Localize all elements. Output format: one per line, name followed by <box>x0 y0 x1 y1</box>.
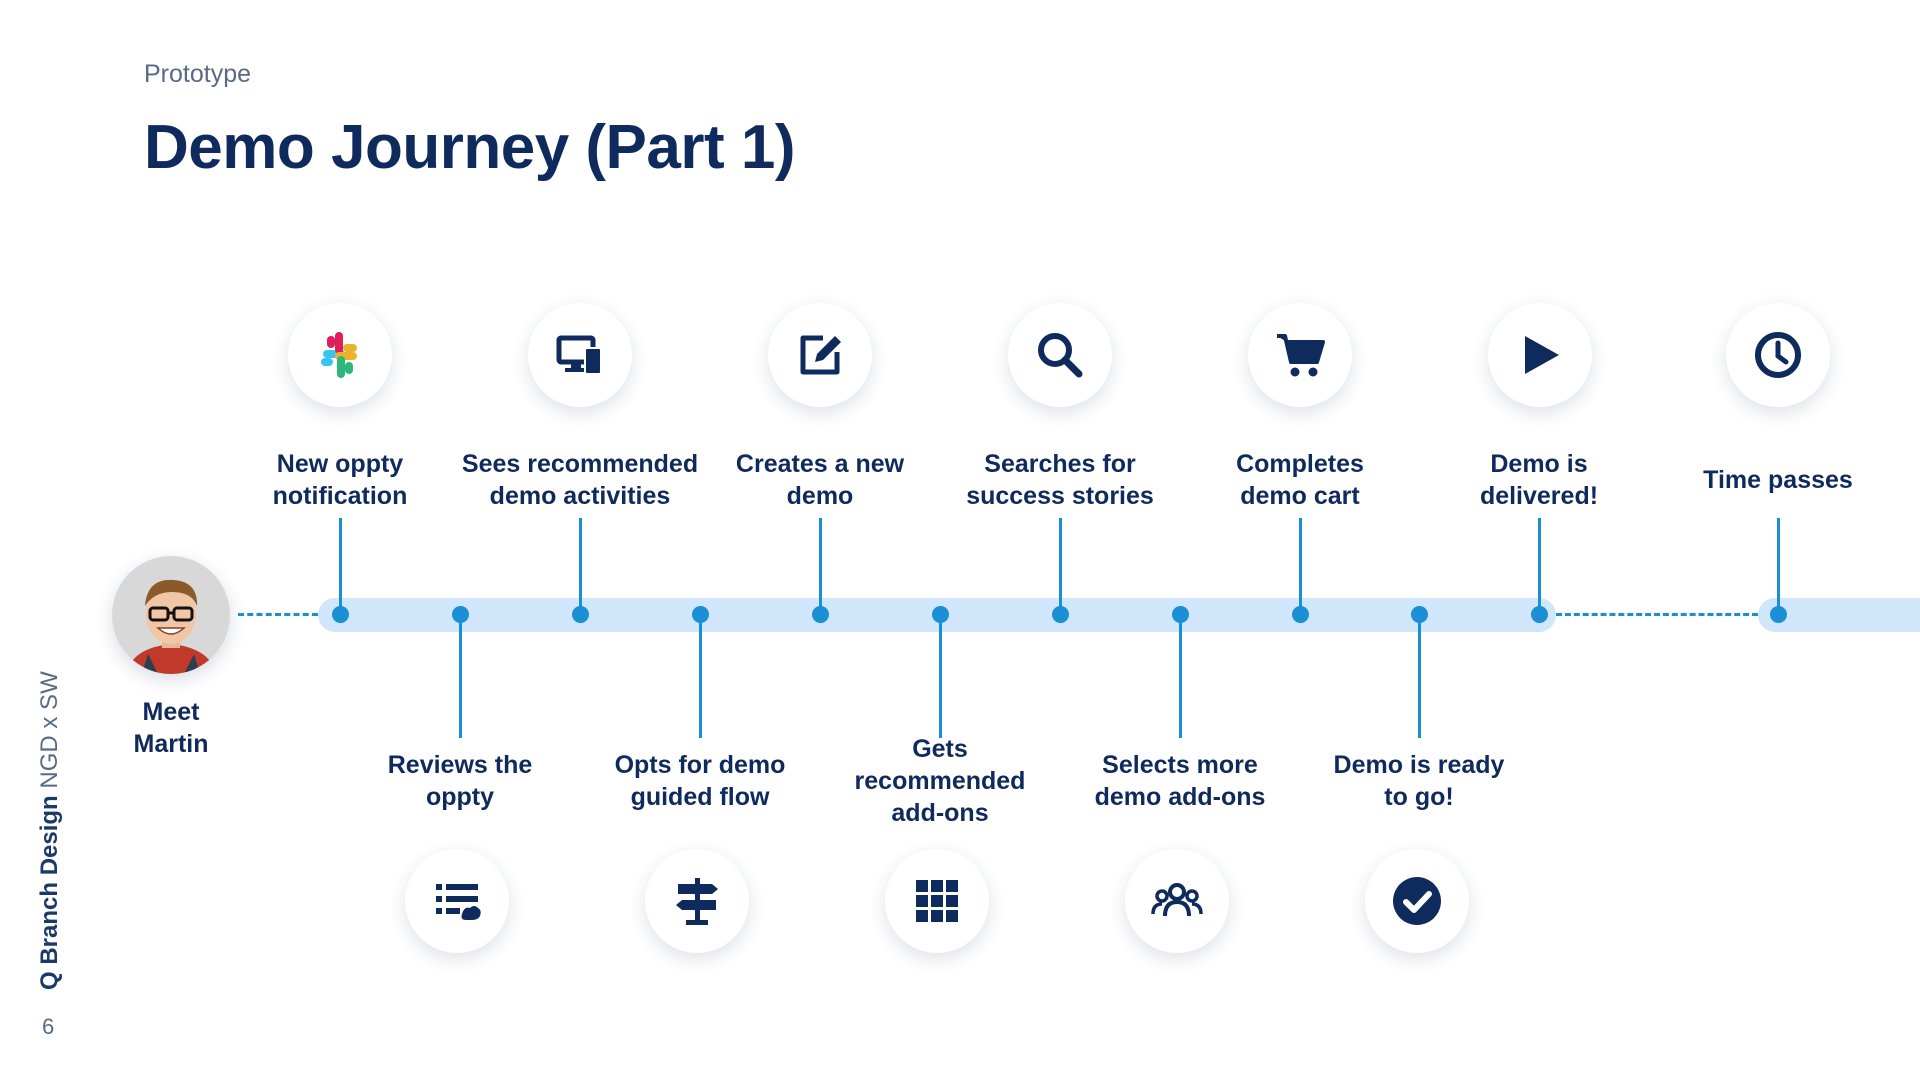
step-label-bottom-2: Opts for demo guided flow <box>580 749 820 813</box>
timeline-dot <box>812 606 829 623</box>
timeline-dot <box>1770 606 1787 623</box>
grid-icon <box>885 849 989 953</box>
timeline-dot <box>332 606 349 623</box>
step-label-line: oppty <box>425 783 495 811</box>
play-icon <box>1488 303 1592 407</box>
persona-line-2: Martin <box>133 730 209 758</box>
signpost-icon <box>645 849 749 953</box>
step-label-bottom-3: Gets recommended add-ons <box>820 733 1060 829</box>
stem-bottom-1 <box>459 614 462 738</box>
brand-name: Q Branch Design <box>36 795 63 990</box>
timeline-dot <box>452 606 469 623</box>
step-label-line: Creates a new <box>735 450 905 478</box>
step-label-line: Reviews the <box>387 751 533 779</box>
stem-bottom-3 <box>939 614 942 738</box>
avatar-martin <box>112 556 230 674</box>
step-label-line: demo add-ons <box>1094 783 1266 811</box>
persona-label: Meet Martin <box>112 696 230 760</box>
step-label-line: Demo is <box>1490 450 1588 478</box>
step-label-line: add-ons <box>891 799 989 827</box>
devices-icon <box>528 303 632 407</box>
step-label-line: recommended <box>854 767 1026 795</box>
search-icon <box>1008 303 1112 407</box>
step-label-line: Time passes <box>1703 466 1853 494</box>
timeline-dash-mid <box>1556 613 1758 616</box>
stem-bottom-2 <box>699 614 702 738</box>
step-label-line: Completes <box>1236 450 1364 478</box>
step-label-line: New oppty <box>276 450 404 478</box>
step-label-line: Demo is ready <box>1333 751 1505 779</box>
step-label-line: to go! <box>1384 783 1454 811</box>
timeline-dot <box>932 606 949 623</box>
step-label-top-4: Searches for success stories <box>940 448 1180 512</box>
stem-bottom-5 <box>1418 614 1421 738</box>
step-label-line: Sees recommended <box>461 450 699 478</box>
stem-top-2 <box>579 518 582 614</box>
check-circle-icon <box>1365 849 1469 953</box>
timeline-dash-start <box>238 613 318 616</box>
step-label-line: Gets <box>912 735 968 763</box>
timeline-dot <box>572 606 589 623</box>
step-label-top-6: Demo is delivered! <box>1419 448 1659 512</box>
clock-icon <box>1726 303 1830 407</box>
brand-tagline: NGD x SW <box>36 671 63 789</box>
step-label-bottom-4: Selects more demo add-ons <box>1060 749 1300 813</box>
step-label-top-3: Creates a new demo <box>700 448 940 512</box>
eyebrow-label: Prototype <box>144 60 252 88</box>
timeline-dot <box>692 606 709 623</box>
slack-icon <box>288 303 392 407</box>
step-label-line: Selects more <box>1102 751 1258 779</box>
timeline-dot <box>1052 606 1069 623</box>
step-label-line: guided flow <box>630 783 770 811</box>
timeline-dot <box>1411 606 1428 623</box>
stem-top-3 <box>819 518 822 614</box>
page-title: Demo Journey (Part 1) <box>144 113 796 182</box>
step-label-line: notification <box>272 482 408 510</box>
page-number: 6 <box>42 1014 55 1039</box>
users-icon <box>1125 849 1229 953</box>
persona-line-1: Meet <box>142 698 200 726</box>
stem-top-7 <box>1777 518 1780 614</box>
timeline-dot <box>1531 606 1548 623</box>
timeline-dot <box>1172 606 1189 623</box>
brand-footer: Q Branch Design NGD x SW <box>36 671 64 990</box>
step-label-line: demo cart <box>1240 482 1360 510</box>
step-label-top-2: Sees recommended demo activities <box>460 448 700 512</box>
step-label-top-1: New oppty notification <box>220 448 460 512</box>
stem-top-1 <box>339 518 342 614</box>
step-label-bottom-1: Reviews the oppty <box>340 749 580 813</box>
cart-icon <box>1248 303 1352 407</box>
stem-top-6 <box>1538 518 1541 614</box>
step-label-line: Opts for demo <box>614 751 786 779</box>
step-label-top-5: Completes demo cart <box>1180 448 1420 512</box>
step-label-line: Searches for <box>984 450 1136 478</box>
step-label-line: success stories <box>966 482 1154 510</box>
stem-bottom-4 <box>1179 614 1182 738</box>
stem-top-5 <box>1299 518 1302 614</box>
step-label-top-7: Time passes <box>1658 464 1898 496</box>
step-label-line: demo activities <box>489 482 671 510</box>
step-label-bottom-5: Demo is ready to go! <box>1299 749 1539 813</box>
stem-top-4 <box>1059 518 1062 614</box>
checklist-icon <box>405 849 509 953</box>
timeline-dot <box>1292 606 1309 623</box>
step-label-line: delivered! <box>1479 482 1599 510</box>
edit-icon <box>768 303 872 407</box>
step-label-line: demo <box>786 482 854 510</box>
